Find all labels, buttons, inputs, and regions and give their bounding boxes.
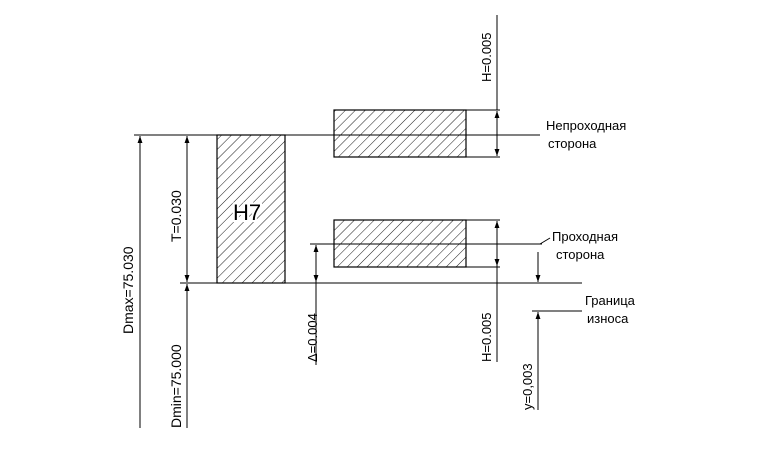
dmax-label: Dmax=75.030 [120,246,136,334]
go-label-line2: сторона [556,247,605,262]
wear-label-line1: Граница [585,293,636,308]
h7-label: H7 [233,200,261,225]
delta-label: Δ=0.004 [305,313,320,362]
y-label: y=0,003 [520,363,535,410]
hole-tolerance-field [216,134,286,284]
wear-label-line2: износа [587,311,629,326]
no-go-label-line2: сторона [548,136,597,151]
go-leader [539,237,551,245]
h-top-label: H=0.005 [479,32,494,82]
dmin-label: Dmin=75.000 [168,344,184,428]
go-gauge-field [333,219,467,268]
go-label-line1: Проходная [552,229,618,244]
no-go-gauge-field [333,109,467,158]
t-label: T=0.030 [168,190,184,242]
h-bottom-label: H=0.005 [479,312,494,362]
no-go-label-line1: Непроходная [546,118,626,133]
